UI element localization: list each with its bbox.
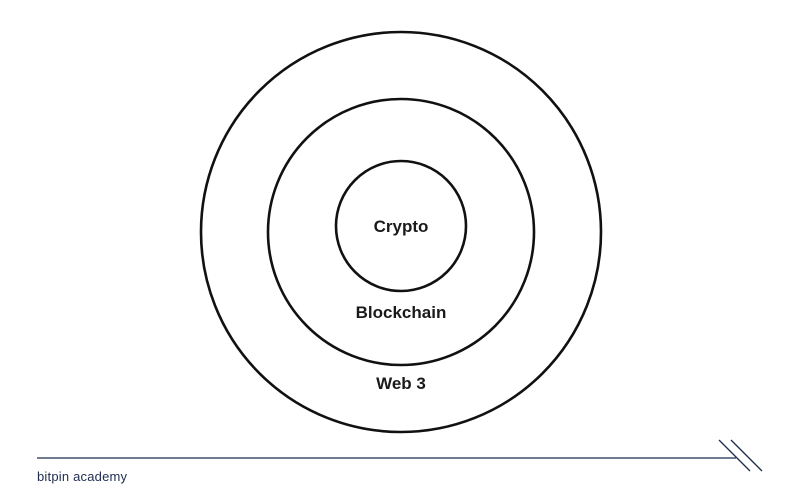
web3-circle (199, 30, 603, 434)
blockchain-label: Blockchain (356, 303, 447, 322)
decorative-slash-1 (718, 439, 751, 472)
brand-name: bitpin academy (37, 469, 128, 484)
crypto-label: Crypto (374, 217, 429, 236)
blockchain-circle (266, 97, 536, 367)
web3-label: Web 3 (376, 374, 426, 393)
crypto-circle (334, 159, 468, 293)
decorative-slash-2 (730, 439, 763, 472)
